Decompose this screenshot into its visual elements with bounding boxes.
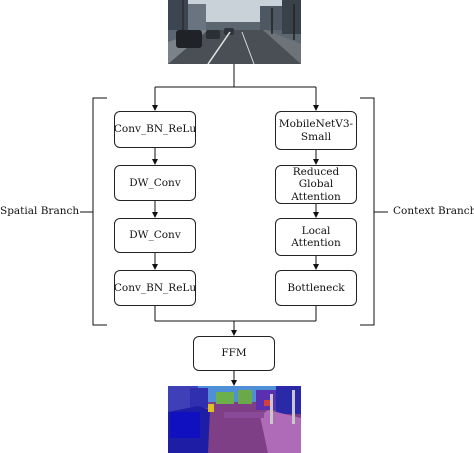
node-label: FFM xyxy=(221,347,247,360)
node-label: MobileNetV3-Small xyxy=(278,118,354,143)
context-node-bottleneck: Bottleneck xyxy=(275,270,357,306)
node-label: Bottleneck xyxy=(287,281,345,294)
spatial-node-dw-conv-2: DW_Conv xyxy=(114,218,196,253)
node-label: Conv_BN_ReLu xyxy=(113,123,197,136)
node-label: Reduced Global Attention xyxy=(291,166,341,203)
spatial-branch-label: Spatial Branch xyxy=(0,205,80,217)
input-street-image xyxy=(168,0,301,64)
fusion-node-ffm: FFM xyxy=(193,336,275,371)
node-label: Conv_BN_ReLu xyxy=(113,281,197,294)
spatial-node-dw-conv-1: DW_Conv xyxy=(114,165,196,201)
context-node-local-attention: Local Attention xyxy=(275,218,357,256)
node-label: DW_Conv xyxy=(129,229,181,242)
context-node-mobilenetv3-small: MobileNetV3-Small xyxy=(275,111,357,150)
node-label: Local Attention xyxy=(291,224,341,249)
node-label: DW_Conv xyxy=(129,176,181,189)
context-branch-label: Context Branch xyxy=(393,205,474,217)
spatial-node-conv-bn-relu-2: Conv_BN_ReLu xyxy=(114,270,196,306)
spatial-node-conv-bn-relu-1: Conv_BN_ReLu xyxy=(114,111,196,148)
output-segmentation-map xyxy=(168,386,301,453)
context-node-reduced-global-attention: Reduced Global Attention xyxy=(275,165,357,204)
